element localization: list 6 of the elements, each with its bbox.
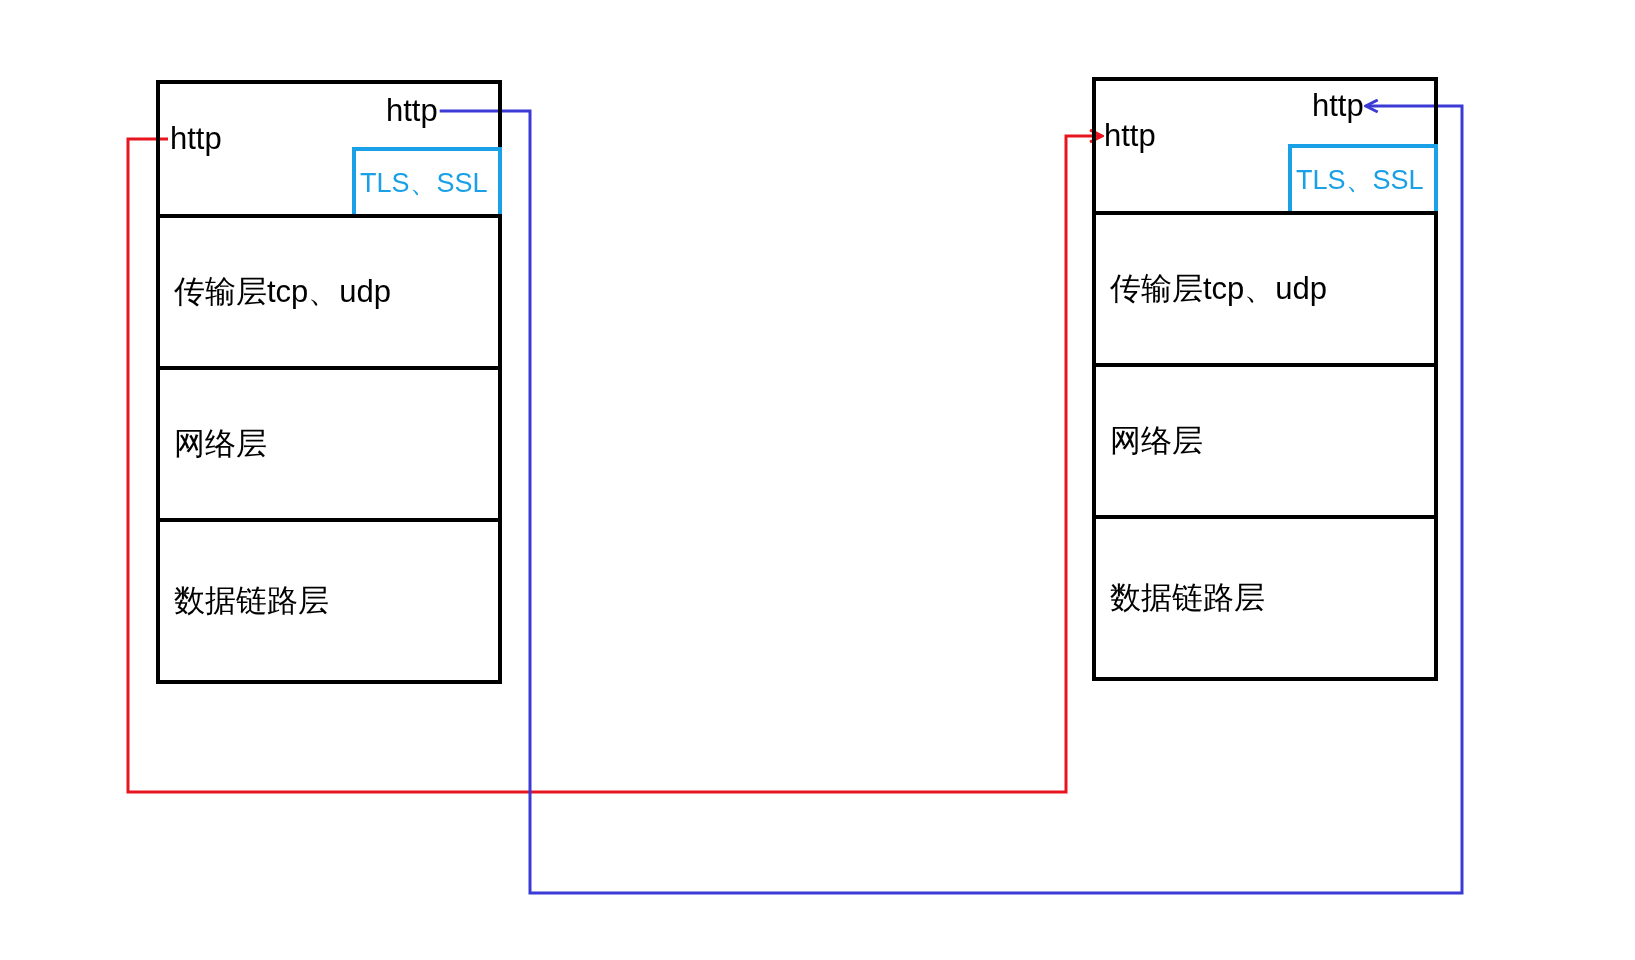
protocol-label: http (1104, 119, 1156, 154)
protocol-label: http (386, 94, 438, 129)
protocol-label: http (170, 122, 222, 157)
protocol-label: http (1312, 89, 1364, 124)
arrow (126, 128, 1104, 794)
arrow (439, 98, 1464, 895)
